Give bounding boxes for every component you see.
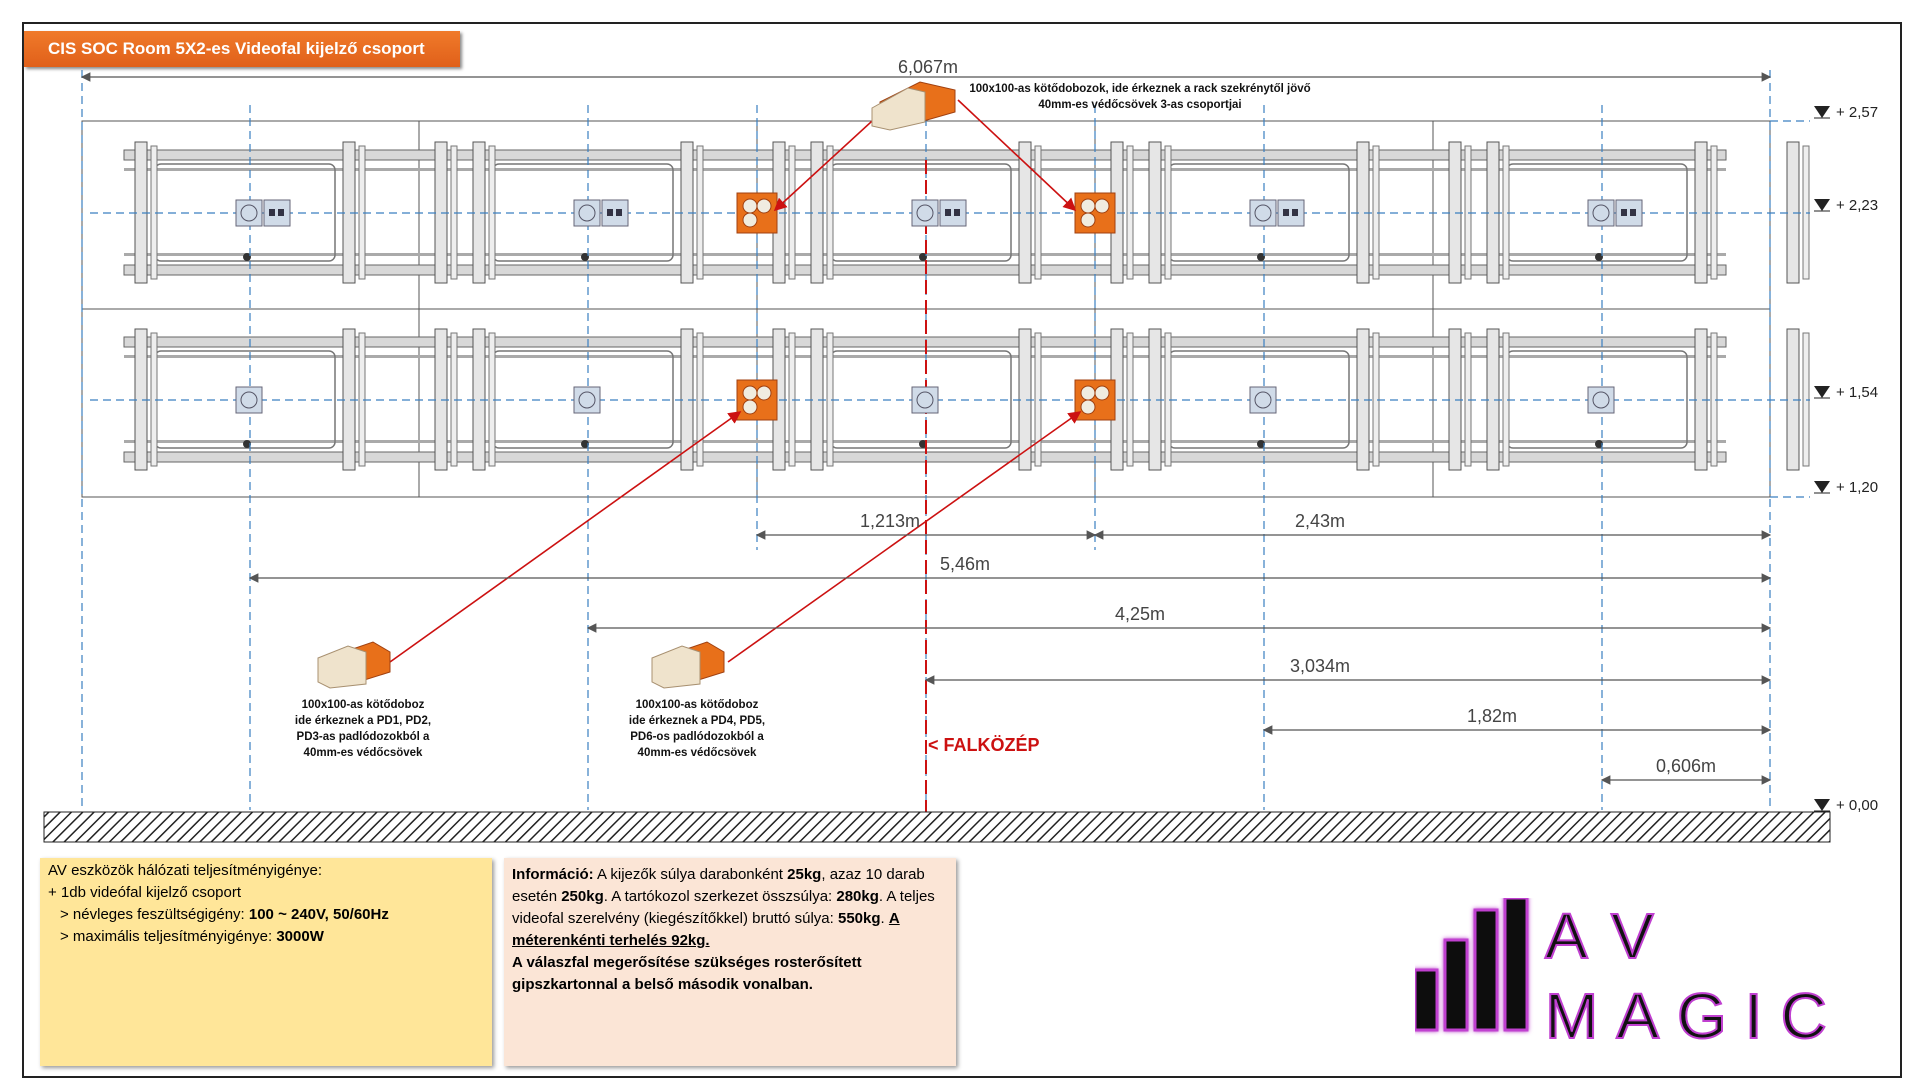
svg-text:AV: AV [1545,900,1682,972]
level-triangle-icon [1814,481,1830,493]
power-line-2: + 1db videófal kijelző csoport [48,884,242,901]
power-socket-icon [235,386,263,414]
dimension-labels: 6,067m 1,213m 2,43m 5,46m 4,25m 3,034m 1… [860,57,1716,776]
mid-box-note-4: 40mm-es védőcsövek [638,747,758,759]
junction-box-icon [736,192,778,234]
page-title: CIS SOC Room 5X2-es Videofal kijelző cso… [24,31,460,67]
dimension-lines [80,72,1772,785]
power-socket-icon [1249,386,1277,414]
dim-1: 1,213m [860,511,920,531]
left-box-note-3: PD3-as padlódozokból a [297,731,431,743]
dim-3: 5,46m [940,554,990,574]
junction-box-icon [1074,192,1116,234]
power-socket-icon [1587,386,1615,414]
power-line-3: > névleges feszültségigény: 100 ~ 240V, … [60,906,389,923]
junction-box-illustration-top [871,81,956,131]
junction-box-icon [736,379,778,421]
dim-5: 3,034m [1290,656,1350,676]
svg-text:MAGIC: MAGIC [1545,980,1845,1048]
power-socket-icon [573,386,601,414]
network-socket-icon [1277,199,1305,227]
level-label: + 2,57 [1836,104,1878,121]
network-socket-icon [939,199,967,227]
junction-box-illustration-mid [651,641,725,689]
dim-7: 0,606m [1656,756,1716,776]
wall-center-label: < FALKÖZÉP [928,734,1040,755]
guide-lines [81,70,1810,810]
left-box-note-1: 100x100-as kötődoboz [302,699,425,711]
level-label: + 1,54 [1836,384,1878,401]
floor-hatch [43,811,1831,843]
level-markers: + 2,57 + 2,23 + 1,54 + 1,20 + 0,00 [1814,104,1878,814]
rail-row-2 [123,328,1810,471]
network-socket-icon [1615,199,1643,227]
info-box: Információ: A kijezők súlya darabonként … [504,858,956,1066]
dim-total: 6,067m [898,57,958,77]
junction-boxes [736,192,1116,421]
power-requirements-box: AV eszközök hálózati teljesítményigénye:… [40,858,492,1066]
level-label: + 0,00 [1836,797,1878,814]
mid-box-note-2: ide érkeznek a PD4, PD5, [629,715,765,727]
page-border [22,22,1902,1078]
top-box-note-1: 100x100-as kötődobozok, ide érkeznek a r… [969,83,1310,95]
level-triangle-icon [1814,386,1830,398]
level-label: + 1,20 [1836,479,1878,496]
mid-box-note-3: PD6-os padlódozokból a [630,731,764,743]
mid-box-note-1: 100x100-as kötődoboz [636,699,759,711]
power-socket-icon [1587,199,1615,227]
level-label: + 2,23 [1836,197,1878,214]
dim-6: 1,82m [1467,706,1517,726]
network-socket-icon [601,199,629,227]
level-triangle-icon [1814,199,1830,211]
junction-box-illustration-left [317,641,391,689]
av-magic-logo: AV MAGIC [1415,898,1845,1048]
dim-4: 4,25m [1115,604,1165,624]
level-triangle-icon [1814,106,1830,118]
annotation-texts: 100x100-as kötődobozok, ide érkeznek a r… [295,83,1311,759]
power-socket-icon [911,199,939,227]
dim-2: 2,43m [1295,511,1345,531]
level-triangle-icon [1814,799,1830,811]
power-socket-icon [911,386,939,414]
mounting-rails [123,141,1810,471]
power-socket-icon [235,199,263,227]
power-line-1: AV eszközök hálózati teljesítményigénye: [48,862,323,879]
power-socket-icon [573,199,601,227]
outlets [235,199,1643,414]
top-box-note-2: 40mm-es védőcsövek 3-as csoportjai [1038,99,1241,111]
power-line-4: > maximális teljesítményigénye: 3000W [60,928,324,945]
left-box-note-2: ide érkeznek a PD1, PD2, [295,715,431,727]
left-box-note-4: 40mm-es védőcsövek [304,747,424,759]
junction-box-icon [1074,379,1116,421]
power-socket-icon [1249,199,1277,227]
network-socket-icon [263,199,291,227]
